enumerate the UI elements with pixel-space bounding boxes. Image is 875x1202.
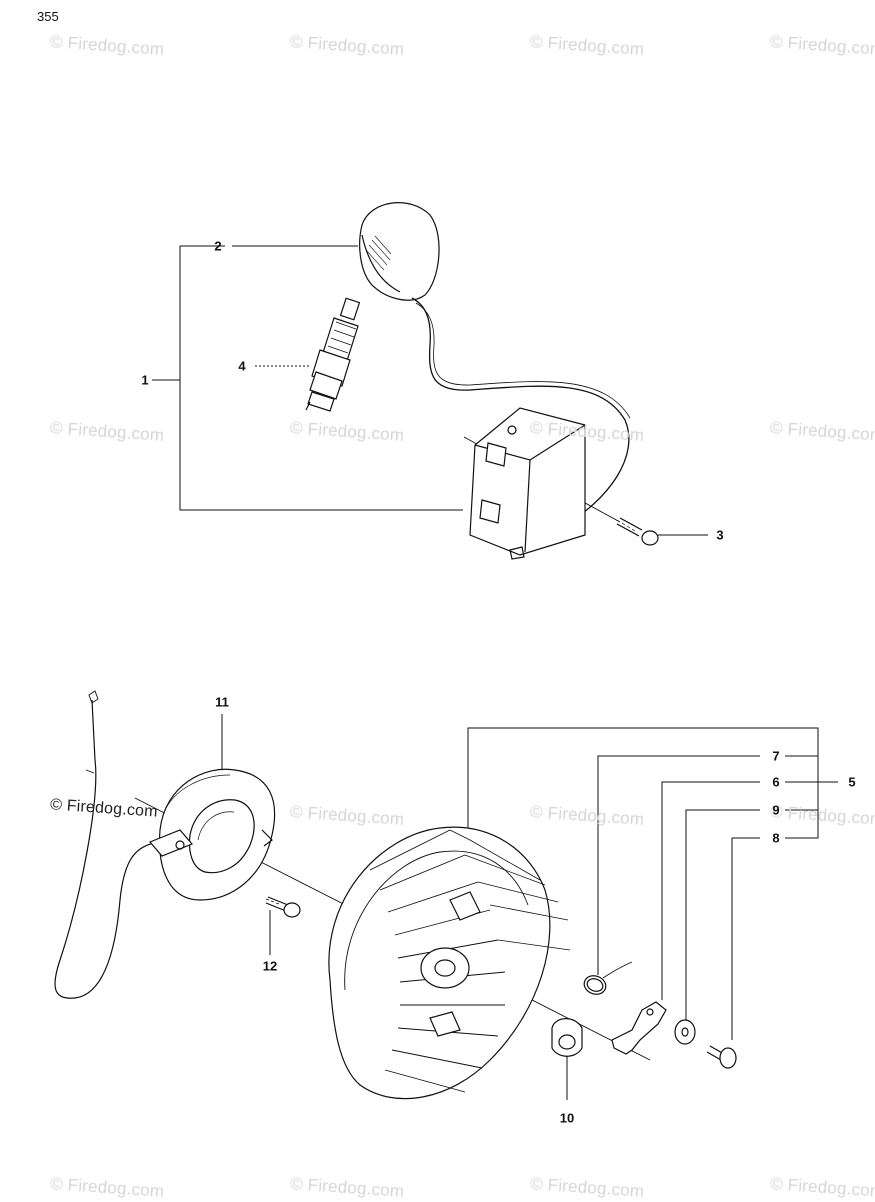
- screw-item-8: [706, 1045, 737, 1069]
- flywheel-nut: [551, 1018, 583, 1057]
- ht-lead: [411, 297, 630, 529]
- washer: [674, 1019, 696, 1045]
- callout-4: 4: [238, 358, 246, 374]
- callout-12: 12: [262, 958, 278, 974]
- callout-2: 2: [214, 238, 222, 254]
- ignition-coil-ring: [148, 768, 276, 901]
- screw-item-12: [265, 896, 301, 918]
- ignition-module: [469, 407, 586, 560]
- callout-11: 11: [215, 694, 229, 710]
- screw-item-3: [616, 517, 659, 546]
- starter-pawl: [611, 1001, 667, 1055]
- callout-10: 10: [559, 1110, 575, 1126]
- flywheel: [328, 826, 571, 1100]
- callout-9: 9: [772, 802, 780, 818]
- spring-clip: [583, 961, 633, 995]
- callout-3: 3: [716, 527, 724, 543]
- spark-plug: [305, 297, 361, 412]
- callout-1: 1: [141, 372, 149, 388]
- page-number: 355: [37, 9, 59, 24]
- callout-8: 8: [772, 830, 780, 846]
- callout-5: 5: [848, 774, 856, 790]
- callout-7: 7: [772, 748, 780, 764]
- callout-6: 6: [772, 774, 780, 790]
- spark-plug-boot: [359, 202, 440, 301]
- coil-wire: [54, 699, 161, 999]
